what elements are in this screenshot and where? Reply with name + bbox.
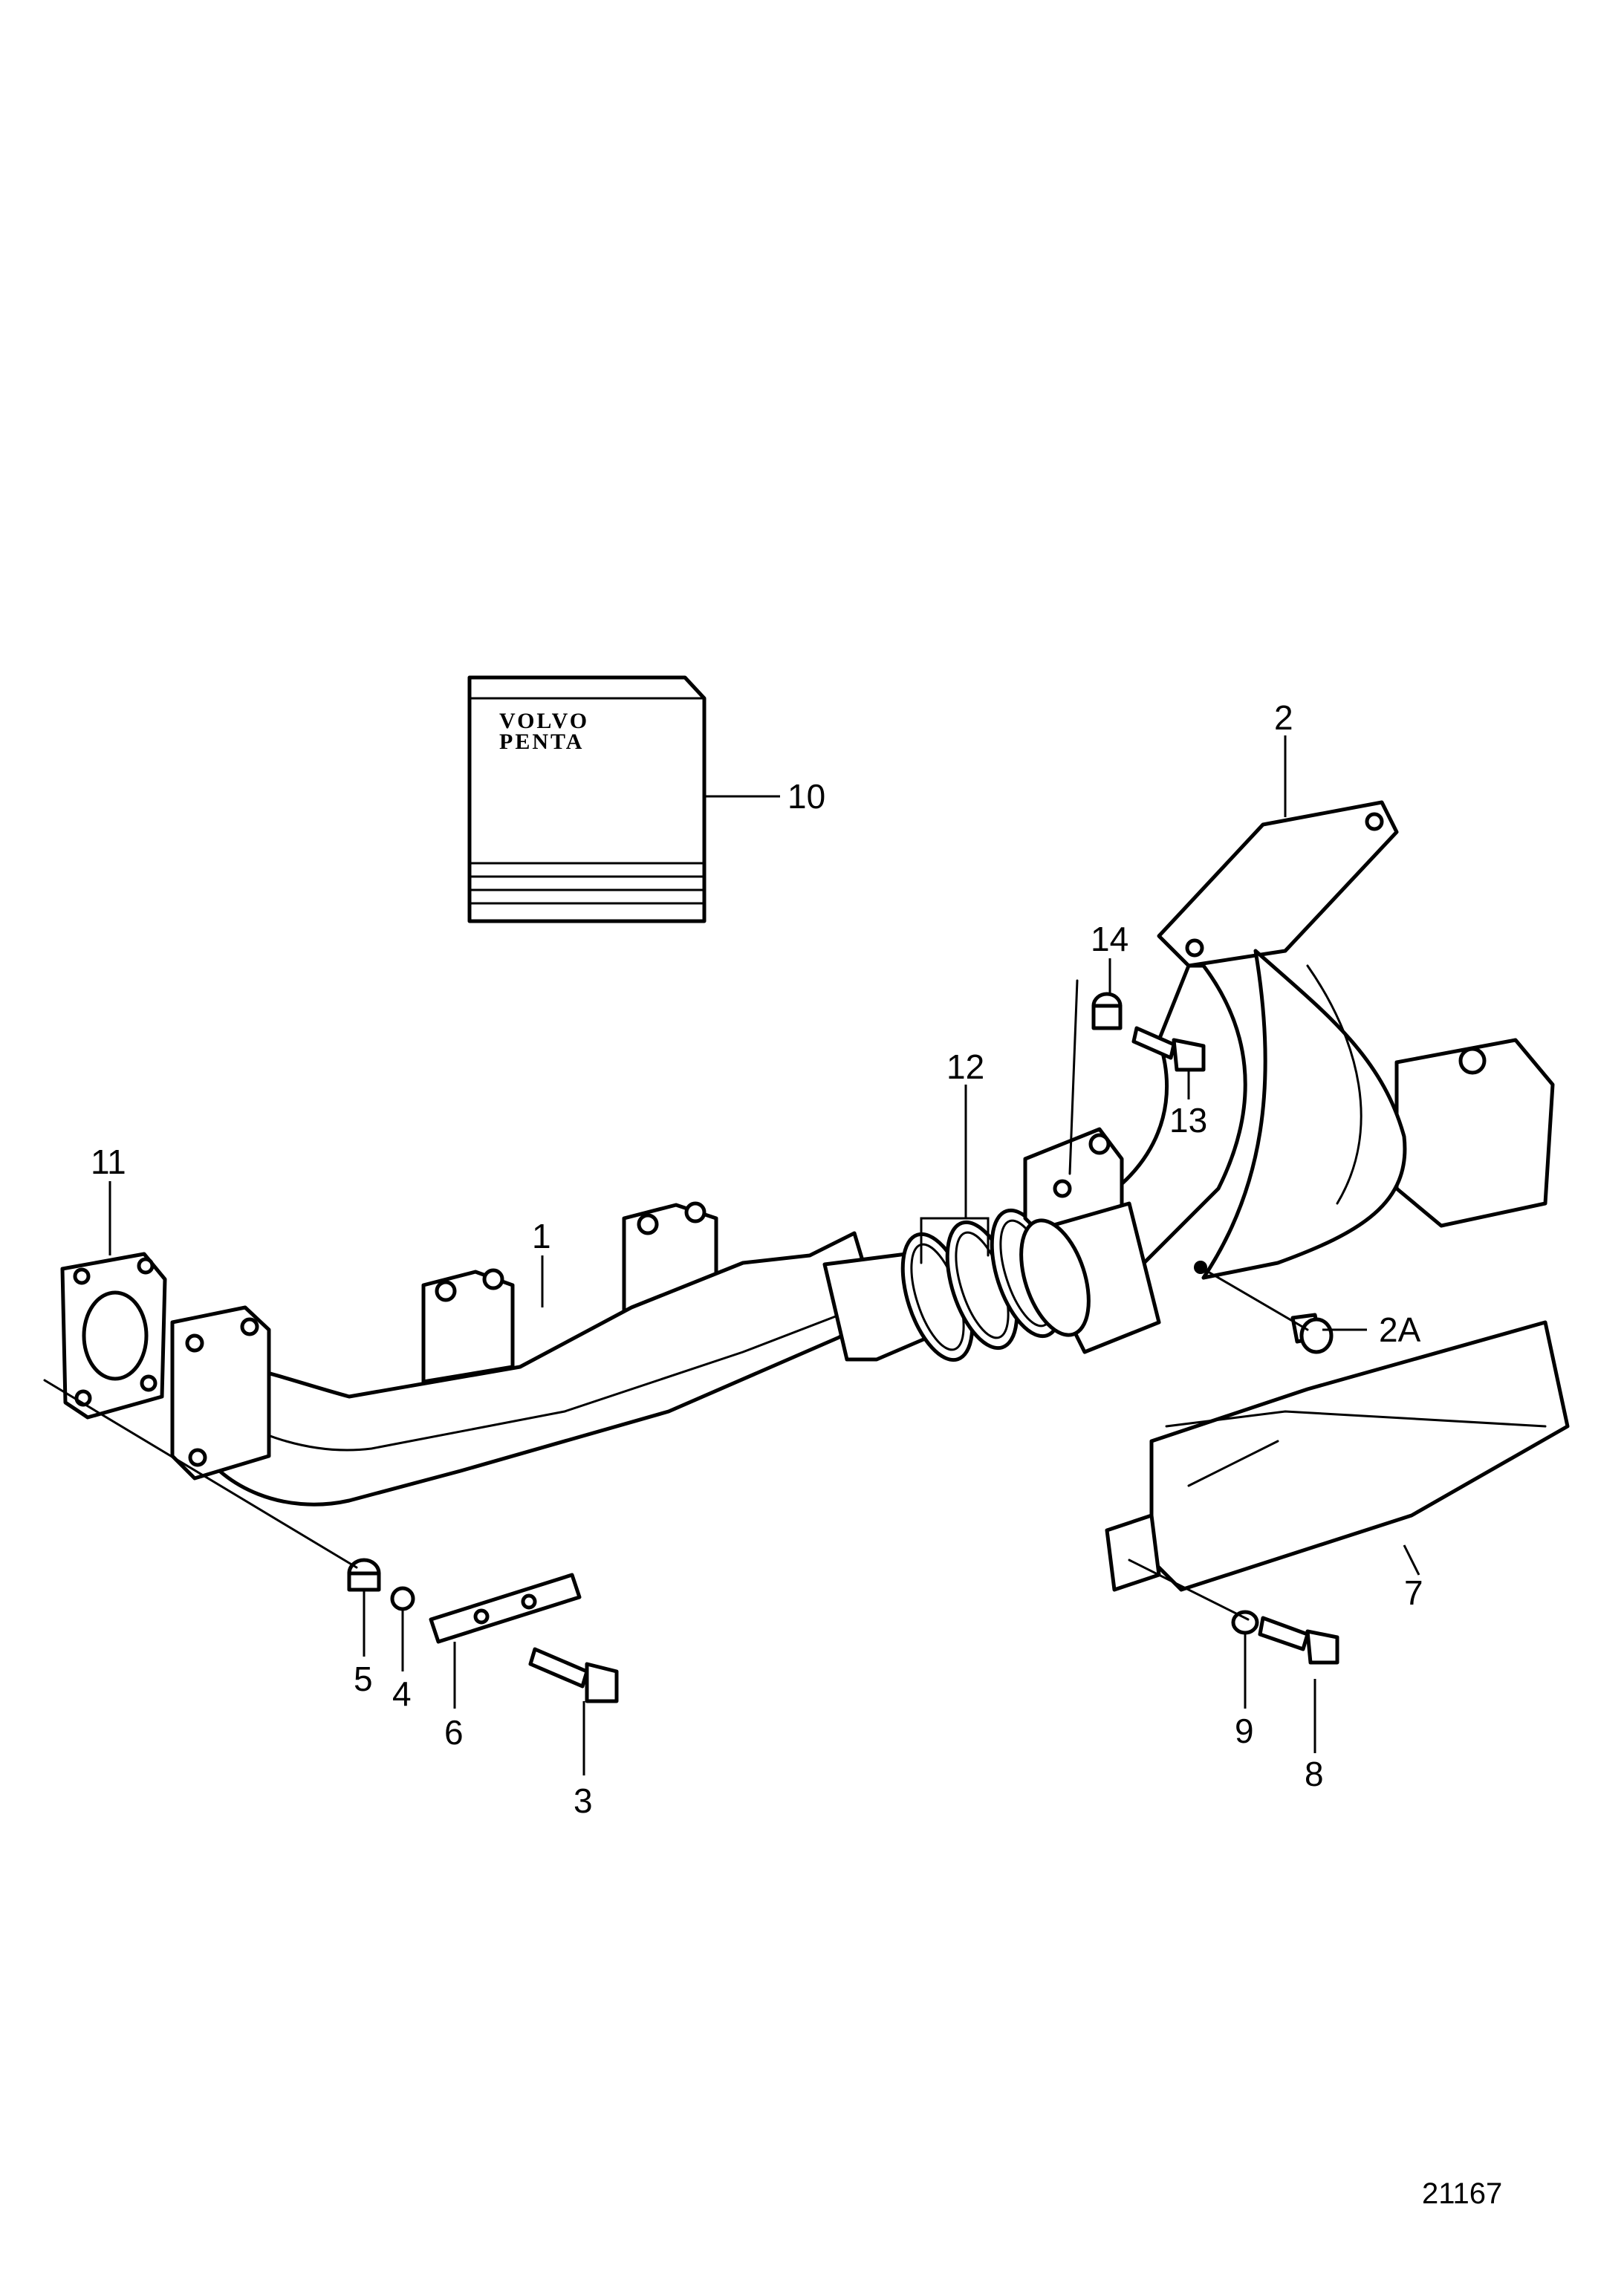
bolt-and-spacer-upper bbox=[1091, 992, 1206, 1072]
callout-2: 2 bbox=[1274, 698, 1293, 737]
callout-13: 13 bbox=[1169, 1101, 1207, 1140]
callout-11: 11 bbox=[91, 1143, 126, 1181]
callout-6: 6 bbox=[444, 1713, 464, 1752]
gasket bbox=[60, 1252, 167, 1420]
figure-reference-number: 21167 bbox=[1422, 2177, 1502, 2210]
callout-14: 14 bbox=[1091, 920, 1128, 958]
manual-logo-line-1: VOLVO bbox=[499, 709, 589, 733]
lower-fasteners bbox=[347, 1558, 619, 1703]
callout-12: 12 bbox=[946, 1047, 984, 1086]
manifold-elbow bbox=[1019, 800, 1555, 1354]
callout-10: 10 bbox=[787, 777, 825, 816]
callout-1: 1 bbox=[532, 1217, 551, 1255]
exhaust-manifold bbox=[170, 1201, 931, 1507]
callout-7: 7 bbox=[1404, 1573, 1423, 1612]
callout-9: 9 bbox=[1235, 1712, 1254, 1750]
callout-2A: 2A bbox=[1379, 1310, 1421, 1349]
heat-shield bbox=[1105, 1320, 1570, 1592]
callout-4: 4 bbox=[392, 1674, 412, 1713]
manual-logo-line-2: PENTA bbox=[499, 729, 584, 754]
plug bbox=[1290, 1313, 1334, 1354]
leader-lines bbox=[43, 735, 1420, 1775]
manual-book: VOLVO PENTA bbox=[467, 675, 707, 923]
callout-8: 8 bbox=[1305, 1755, 1324, 1793]
callout-labels: 10 2 2A 11 1 12 14 13 7 9 8 5 4 6 3 bbox=[91, 698, 1423, 1820]
callout-3: 3 bbox=[574, 1781, 593, 1820]
bolt-and-washer-lower bbox=[1231, 1610, 1339, 1665]
callout-5: 5 bbox=[354, 1660, 373, 1698]
